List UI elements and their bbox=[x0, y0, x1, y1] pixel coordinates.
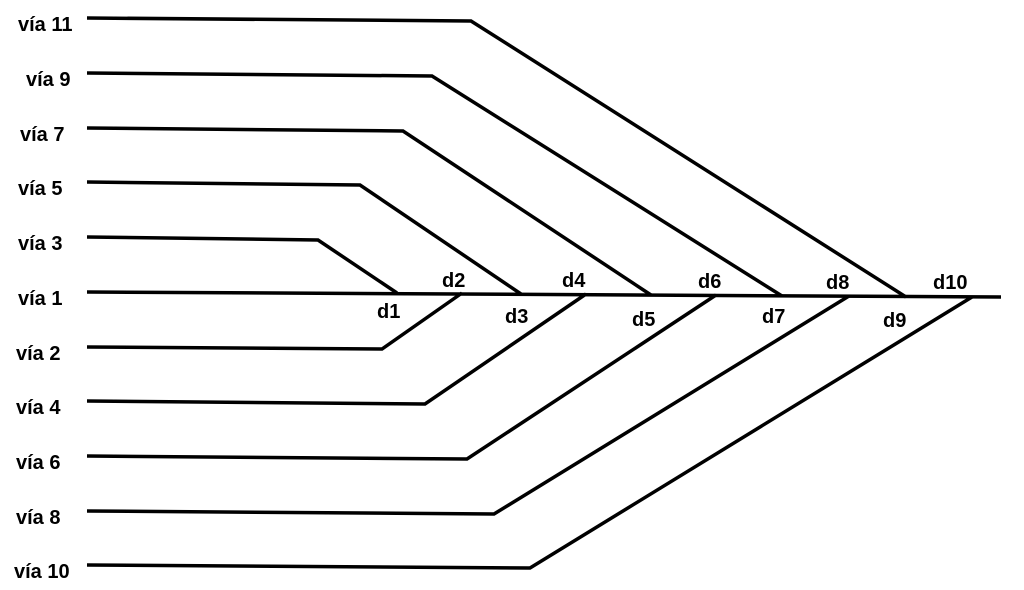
track-line-via-8 bbox=[86, 294, 850, 516]
track-label-via-11: vía 11 bbox=[18, 14, 73, 36]
track-line-via-6 bbox=[86, 293, 717, 461]
track-line-via-3 bbox=[86, 235, 398, 295]
track-label-via-10: vía 10 bbox=[14, 561, 70, 583]
switch-label-d8: d8 bbox=[826, 272, 849, 294]
track-label-via-5: vía 5 bbox=[18, 178, 62, 200]
track-line-via-4 bbox=[86, 292, 587, 406]
track-label-via-2: vía 2 bbox=[16, 343, 60, 365]
switch-label-d1: d1 bbox=[377, 301, 400, 323]
switch-label-d4: d4 bbox=[562, 270, 586, 292]
track-label-via-4: vía 4 bbox=[16, 397, 61, 419]
track-line-via-2 bbox=[86, 291, 464, 351]
track-line-via-9 bbox=[86, 71, 783, 298]
track-label-via-6: vía 6 bbox=[16, 452, 60, 474]
switch-label-d2: d2 bbox=[442, 270, 465, 292]
switch-label-d7: d7 bbox=[762, 306, 785, 328]
track-label-via-9: vía 9 bbox=[26, 69, 70, 91]
track-line-via-5 bbox=[86, 180, 522, 296]
switch-label-d9: d9 bbox=[883, 310, 906, 332]
track-label-via-7: vía 7 bbox=[20, 124, 64, 146]
track-line-via-10 bbox=[86, 295, 973, 570]
switch-label-d10: d10 bbox=[933, 272, 967, 294]
track-label-via-1: vía 1 bbox=[18, 288, 62, 310]
switch-label-d3: d3 bbox=[505, 306, 528, 328]
track-label-via-3: vía 3 bbox=[18, 233, 62, 255]
track-line-via-11 bbox=[86, 16, 907, 299]
switch-label-d6: d6 bbox=[698, 271, 721, 293]
track-line-via-1 bbox=[86, 290, 1002, 299]
track-label-via-8: vía 8 bbox=[16, 507, 60, 529]
switch-label-d5: d5 bbox=[632, 309, 655, 331]
track-line-via-7 bbox=[86, 126, 652, 297]
